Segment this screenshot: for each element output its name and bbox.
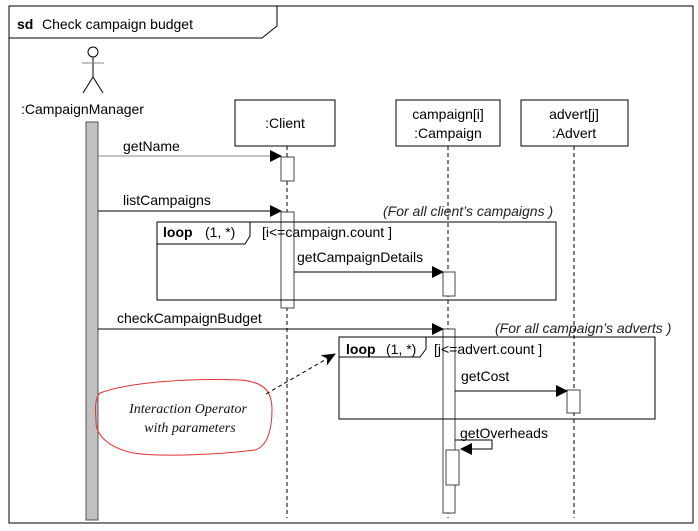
loop-params: (1, *) <box>386 341 416 357</box>
campaign-head <box>395 99 501 147</box>
annotation-interaction-operator: Interaction Operator with parameters <box>95 353 336 456</box>
advert-head <box>520 99 629 147</box>
loop-fragment-campaigns[interactable]: (For all client’s campaigns ) loop (1, *… <box>156 203 557 301</box>
lifeline-campaign[interactable]: campaign[i] :Campaign <box>395 99 501 518</box>
campaign-activation-getdetails <box>442 271 456 297</box>
loop-guard: [i<=campaign.count ] <box>262 224 392 240</box>
loop-operator-tab <box>339 337 427 358</box>
actor-activation-bar <box>85 121 99 521</box>
loop-frame <box>338 336 656 420</box>
loop-note: (For all campaign’s adverts ) <box>495 320 671 336</box>
advert-activation-getcost <box>566 389 581 414</box>
frame-title: Check campaign budget <box>42 16 193 32</box>
message-label: listCampaigns <box>123 192 211 208</box>
client-label: :Client <box>265 115 305 131</box>
loop-operator: loop <box>346 341 376 357</box>
message-getcost[interactable]: getCost <box>455 368 568 397</box>
message-listcampaigns[interactable]: listCampaigns <box>98 192 282 217</box>
actor-campaign-manager[interactable]: :CampaignManager <box>21 46 144 521</box>
loop-operator-tab <box>157 222 251 245</box>
loop-fragment-adverts[interactable]: (For all campaign’s adverts ) loop (1, *… <box>338 320 671 420</box>
message-label: getCost <box>461 368 509 384</box>
message-checkcampaignbudget[interactable]: checkCampaignBudget <box>98 310 444 335</box>
message-getname[interactable]: getName <box>98 138 282 162</box>
sd-frame: sd Check campaign budget <box>8 5 694 524</box>
advert-label-line2: :Advert <box>552 125 596 141</box>
loop-guard: [j<=advert.count ] <box>434 341 542 357</box>
lifeline-client[interactable]: :Client <box>234 99 336 518</box>
campaign-activation-getoverheads <box>445 449 460 486</box>
client-activation-listcampaigns <box>280 211 295 309</box>
loop-note: (For all client’s campaigns ) <box>383 203 553 219</box>
message-label: checkCampaignBudget <box>117 310 262 326</box>
loop-operator: loop <box>163 224 193 240</box>
message-label: getName <box>123 138 180 154</box>
client-activation-getname <box>280 156 295 182</box>
stick-figure-icon <box>82 46 104 94</box>
annotation-outline <box>95 379 273 456</box>
campaign-label-line2: :Campaign <box>414 125 482 141</box>
message-getcampaigndetails[interactable]: getCampaignDetails <box>294 249 444 278</box>
message-label: getCampaignDetails <box>297 249 423 265</box>
frame-label-tab <box>9 6 278 39</box>
annotation-pointer-arrow <box>265 353 336 395</box>
annotation-line1: Interaction Operator <box>128 402 247 417</box>
campaign-label-line1: campaign[i] <box>412 106 484 122</box>
advert-label-line1: advert[j] <box>549 106 599 122</box>
message-getoverheads[interactable]: getOverheads <box>455 425 548 455</box>
loop-params: (1, *) <box>205 224 235 240</box>
annotation-line2: with parameters <box>144 421 236 436</box>
loop-frame <box>156 221 557 301</box>
actor-label: :CampaignManager <box>21 101 144 117</box>
client-head <box>234 99 336 147</box>
message-label: getOverheads <box>460 425 548 441</box>
lifeline-advert[interactable]: advert[j] :Advert <box>520 99 629 518</box>
frame-keyword: sd <box>17 16 33 32</box>
